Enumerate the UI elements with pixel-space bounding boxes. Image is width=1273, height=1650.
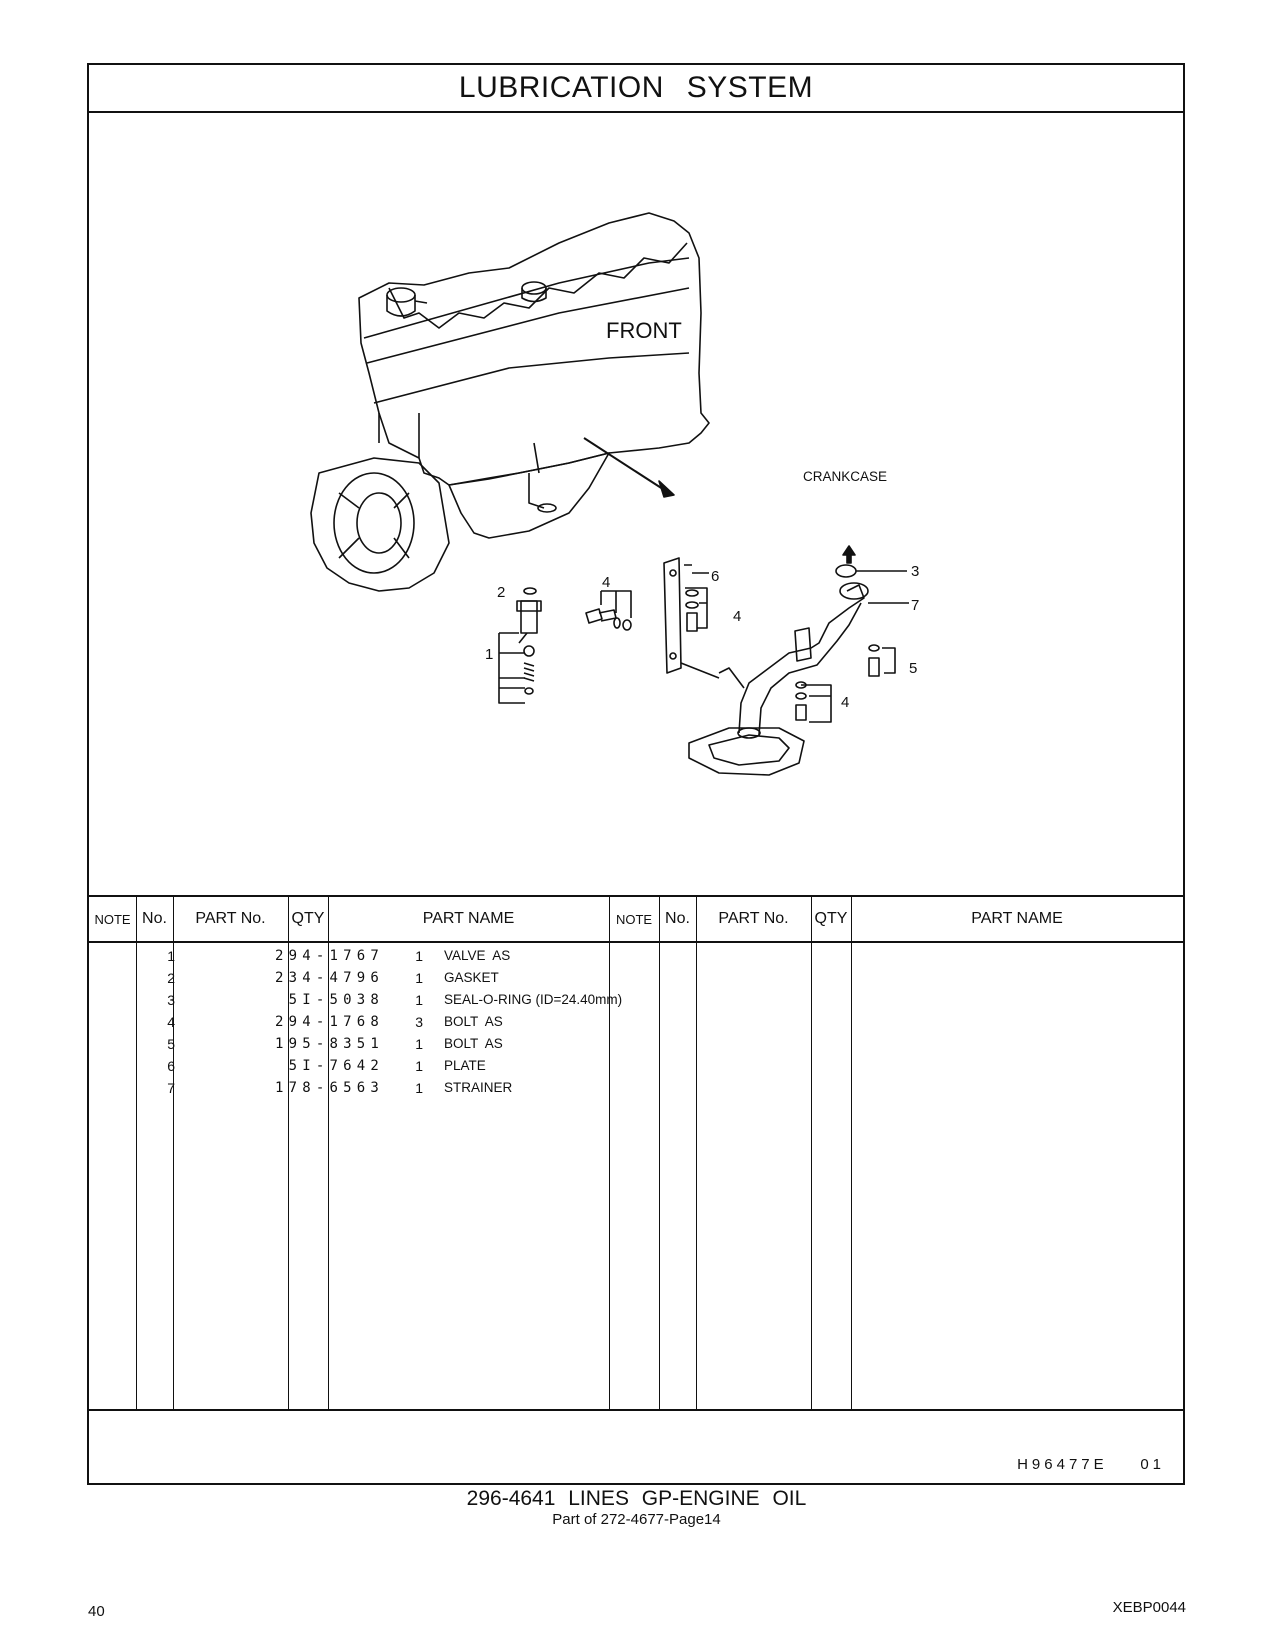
header-no-left: No. — [142, 910, 167, 927]
callout-4-left: 4 — [602, 574, 610, 591]
group-subcaption: Part of 272-4677-Page14 — [552, 1511, 721, 1528]
seal-o-ring — [835, 564, 857, 578]
callout-2: 2 — [497, 584, 505, 601]
header-partname-left: PART NAME — [422, 910, 515, 927]
table-row: 4 294-1768 3 BOLT AS — [89, 1011, 1183, 1034]
header-qty-left: QTY — [291, 910, 325, 927]
header-note-right: NOTE — [615, 911, 653, 927]
row-part-no: 195-8351 — [274, 1036, 384, 1052]
column-divider — [696, 897, 697, 1409]
column-divider — [659, 897, 660, 1409]
row-part-name: VALVE AS — [444, 948, 511, 963]
row-part-no: 5I-5038 — [288, 992, 384, 1008]
front-label: FRONT — [606, 318, 682, 343]
row-part-name: BOLT AS — [444, 1014, 503, 1029]
column-divider — [173, 897, 174, 1409]
column-divider — [811, 897, 812, 1409]
page-title: LUBRICATION SYSTEM — [89, 65, 1183, 113]
frame-footer: H96477E 01 — [89, 1411, 1183, 1485]
column-divider — [136, 897, 137, 1409]
row-no: 2 — [167, 970, 175, 986]
row-qty: 1 — [415, 1080, 423, 1096]
exploded-view-diagram: FRONT CRANKCASE 1 2 3 4 4 4 5 6 7 — [310, 212, 919, 776]
callout-4-right: 4 — [841, 694, 849, 711]
table-row: 5 195-8351 1 BOLT AS — [89, 1033, 1183, 1056]
group-caption: 296-4641 LINES GP-ENGINE OIL — [466, 1487, 807, 1510]
row-part-name: GASKET — [444, 970, 499, 985]
callout-7: 7 — [911, 597, 919, 614]
header-qty-right: QTY — [814, 910, 848, 927]
callout-3: 3 — [911, 563, 919, 580]
oil-pan — [448, 452, 610, 539]
flywheel-housing — [310, 457, 450, 592]
row-part-no: 178-6563 — [274, 1080, 384, 1096]
table-row: 3 5I-5038 1 SEAL-O-RING (ID=24.40mm) — [89, 989, 1183, 1012]
row-no: 4 — [167, 1014, 175, 1030]
header-partno-right: PART No. — [718, 910, 789, 927]
publication-number: XEBP0044 — [1112, 1599, 1186, 1616]
table-row: 1 294-1767 1 VALVE AS — [89, 945, 1183, 968]
column-divider — [609, 897, 610, 1409]
table-row: 6 5I-7642 1 PLATE — [89, 1055, 1183, 1078]
header-partno-left: PART No. — [195, 910, 266, 927]
row-part-name: PLATE — [444, 1058, 486, 1073]
parts-illustration: FRONT CRANKCASE 1 2 3 4 4 4 5 6 7 — [89, 113, 1183, 895]
page-number: 40 — [88, 1603, 105, 1620]
row-qty: 1 — [415, 970, 423, 986]
row-qty: 1 — [415, 1058, 423, 1074]
plate-part — [663, 557, 682, 674]
row-part-no: 234-4796 — [274, 970, 384, 986]
callout-5: 5 — [909, 660, 917, 677]
table-row: 7 178-6563 1 STRAINER — [89, 1077, 1183, 1100]
header-no-right: No. — [665, 910, 690, 927]
row-no: 1 — [167, 948, 175, 964]
catalog-frame: LUBRICATION SYSTEM — [87, 63, 1185, 1485]
row-part-name: BOLT AS — [444, 1036, 503, 1051]
strainer-tube — [738, 584, 865, 734]
row-qty: 1 — [415, 948, 423, 964]
header-partname-right: PART NAME — [971, 910, 1063, 927]
column-divider — [328, 897, 329, 1409]
row-part-name: STRAINER — [444, 1080, 513, 1095]
callout-4-mid: 4 — [733, 608, 741, 625]
row-qty: 1 — [415, 1036, 423, 1052]
row-no: 7 — [167, 1080, 175, 1096]
callout-6: 6 — [711, 568, 719, 585]
crankcase-label: CRANKCASE — [803, 469, 887, 484]
row-part-no: 294-1767 — [274, 948, 384, 964]
row-part-no: 294-1768 — [274, 1014, 384, 1030]
row-no: 3 — [167, 992, 175, 1008]
column-divider — [288, 897, 289, 1409]
table-row: 2 234-4796 1 GASKET — [89, 967, 1183, 990]
header-note-left: NOTE — [94, 911, 131, 927]
parts-table: NOTE No. PART No. QTY PART NAME NOTE No.… — [89, 895, 1183, 1411]
row-no: 6 — [167, 1058, 175, 1074]
row-part-name: SEAL-O-RING (ID=24.40mm) — [444, 992, 623, 1007]
row-qty: 1 — [415, 992, 423, 1008]
row-part-no: 5I-7642 — [288, 1058, 384, 1074]
table-header: NOTE No. PART No. QTY PART NAME NOTE No.… — [89, 897, 1183, 943]
row-qty: 3 — [415, 1014, 423, 1030]
column-divider — [851, 897, 852, 1409]
callout-1: 1 — [485, 646, 493, 663]
drawing-code: H96477E 01 — [1017, 1456, 1165, 1473]
row-no: 5 — [167, 1036, 175, 1052]
